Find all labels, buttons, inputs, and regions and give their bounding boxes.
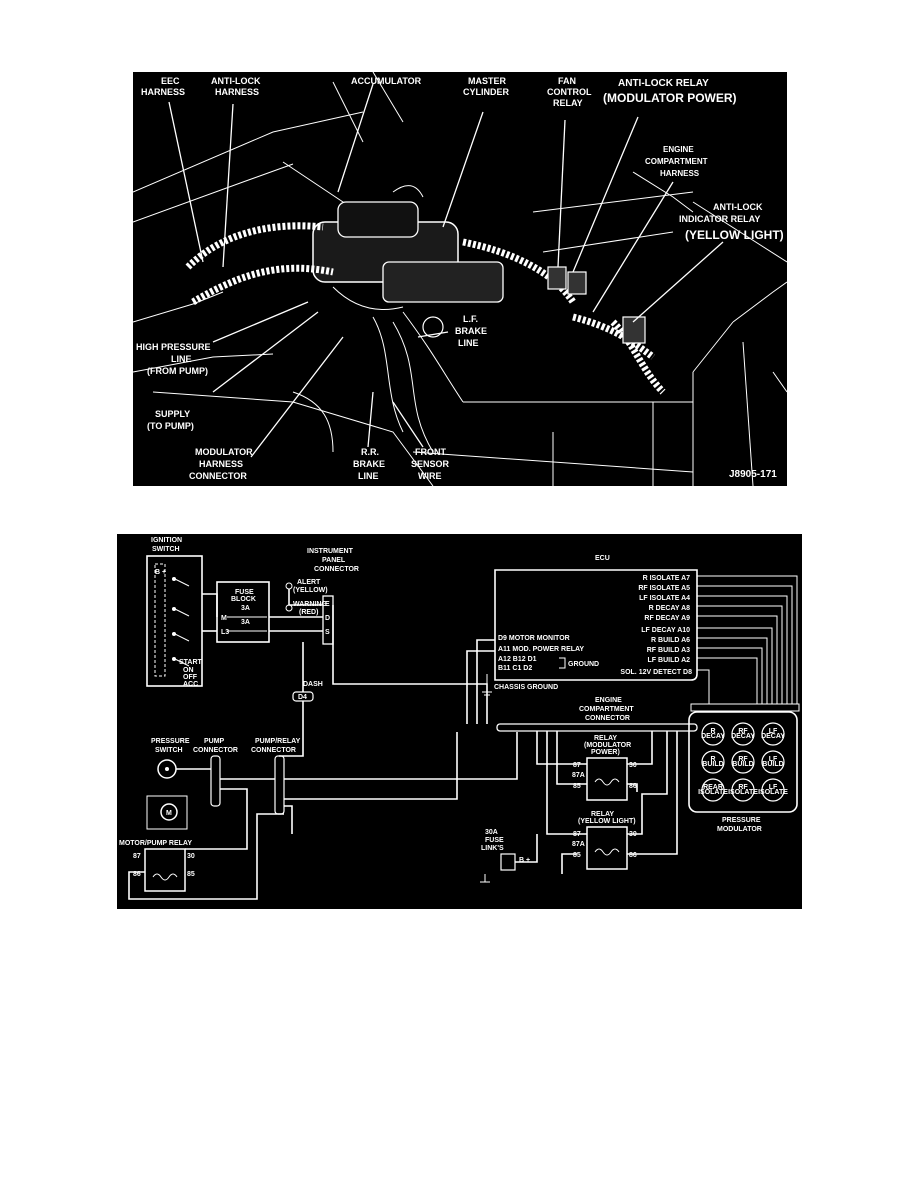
master-cylinder-label: MASTER CYLINDER: [463, 76, 510, 97]
wiring-schematic: IGNITION SWITCH B + START ON OFF ACC FUS…: [117, 534, 802, 909]
ignition-b-plus: B +: [155, 569, 166, 576]
supply-to-pump-label: SUPPLY (TO PUMP): [147, 409, 194, 431]
anti-lock-harness-label: ANTI-LOCK HARNESS: [211, 76, 263, 97]
chassis-ground-label: CHASSIS GROUND: [494, 684, 558, 691]
fuse-link-b-plus: B +: [519, 857, 530, 864]
motor-relay-pins: 87 30 86 85: [133, 853, 197, 878]
vehicle-body-outline: [133, 72, 787, 486]
motor-pump-relay: MOTOR/PUMP RELAY 87 30 86 85: [119, 840, 197, 892]
dash-connector: DASH D4: [292, 681, 323, 702]
instrument-panel-connector-label: INSTRUMENT PANEL CONNECTOR: [307, 548, 359, 573]
ignition-positions: START ON OFF ACC: [179, 659, 204, 688]
figure-id: J8905-171: [729, 469, 777, 480]
modulator-valve: [731, 722, 755, 746]
engine-compartment-connector-label: ENGINE COMPARTMENT CONNECTOR: [579, 697, 636, 722]
brake-lines: [292, 311, 464, 453]
relay-modulator-label: RELAY (MODULATOR POWER): [584, 735, 633, 756]
ignition-switch-box: [146, 555, 203, 687]
fuse-link: 30A FUSE LINK'S B +: [480, 829, 530, 883]
fuse-block-label: FUSE BLOCK 3A 3A: [231, 589, 258, 626]
wiring-harness-bundles: [185, 222, 666, 395]
engine-compartment-connector: ENGINE COMPARTMENT CONNECTOR: [496, 697, 698, 732]
relay-yellow-label: RELAY (YELLOW LIGHT): [578, 811, 636, 825]
pump-relay-connector: PUMP/RELAY CONNECTOR: [251, 738, 302, 815]
pump-connector: PUMP CONNECTOR: [193, 738, 238, 807]
engine-compartment-harness-label: ENGINE COMPARTMENT HARNESS: [645, 145, 710, 178]
modulator-valve: [731, 778, 755, 802]
modulator-valve: [701, 722, 725, 746]
rr-brake-line-label: R.R. BRAKE LINE: [353, 447, 388, 481]
pressure-modulator-label: PRESSURE MODULATOR: [717, 817, 762, 833]
ip-pins: E D S: [325, 601, 332, 636]
engine-compartment-illustration: EEC HARNESS ANTI-LOCK HARNESS ACCUMULATO…: [133, 72, 787, 486]
anti-lock-relay-label: ANTI-LOCK RELAY (MODULATOR POWER): [603, 73, 737, 105]
alert-lamp-label: ALERT (YELLOW): [293, 579, 328, 594]
pump-relay-connector-label: PUMP/RELAY CONNECTOR: [251, 738, 302, 754]
high-pressure-line-label: HIGH PRESSURE LINE (FROM PUMP): [136, 342, 213, 376]
ecu-module: ECU R ISOLATE A7 RF ISOLATE A5 LF ISOLAT…: [482, 555, 698, 696]
dash-pin-label: D4: [298, 694, 307, 701]
relay-shapes: [547, 266, 646, 344]
relay-modulator-pins: 87 87A 85 30 86: [572, 762, 639, 790]
modulator-valve: [731, 750, 755, 774]
modulator-valve: [761, 778, 785, 802]
fan-control-relay-label: FAN CONTROL RELAY: [547, 76, 594, 108]
fuse-block: FUSE BLOCK 3A 3A M L3: [216, 581, 270, 643]
ignition-switch-rail: [154, 563, 166, 677]
callout-leaders: [168, 83, 724, 458]
accumulator-label: ACCUMULATOR: [351, 76, 422, 86]
ecu-left-pins: D9 MOTOR MONITOR A11 MOD. POWER RELAY A1…: [498, 635, 586, 672]
motor-pump-relay-label: MOTOR/PUMP RELAY: [119, 840, 192, 847]
modulator-valve: [701, 778, 725, 802]
dash-label: DASH: [303, 681, 323, 688]
modulator-valve: [701, 750, 725, 774]
master-cylinder-shape: [312, 185, 504, 338]
eec-harness-label: EEC HARNESS: [141, 76, 185, 97]
wiring: [128, 575, 800, 900]
ecu-ground-label: GROUND: [568, 661, 599, 668]
pump-motor: M: [146, 795, 188, 830]
ignition-switch-label: IGNITION SWITCH: [151, 537, 184, 553]
pressure-switch: PRESSURE SWITCH: [151, 738, 191, 779]
front-sensor-wire-label: FRONT SENSOR WIRE: [411, 447, 452, 481]
ignition-switch: IGNITION SWITCH B + START ON OFF ACC: [146, 537, 204, 688]
pump-connector-label: PUMP CONNECTOR: [193, 738, 238, 754]
motor-symbol: M: [166, 810, 172, 817]
modulator-harness-connector-label: MODULATOR HARNESS CONNECTOR: [189, 447, 255, 481]
fuse-link-label: 30A FUSE LINK'S: [481, 829, 506, 852]
relay-yellow-light: RELAY (YELLOW LIGHT) 87 87A 85 30 86: [572, 811, 637, 870]
schematic-art: IGNITION SWITCH B + START ON OFF ACC FUS…: [119, 537, 800, 900]
relay-modulator-power: RELAY (MODULATOR POWER) 87 87A 85 30 86: [572, 735, 639, 801]
instrument-panel-connector: INSTRUMENT PANEL CONNECTOR E D S ALERT (…: [285, 548, 359, 645]
anti-lock-indicator-relay-label: ANTI-LOCK INDICATOR RELAY (YELLOW LIGHT): [679, 197, 784, 242]
ecu-right-pins: R ISOLATE A7 RF ISOLATE A5 LF ISOLATE A4…: [620, 575, 692, 676]
modulator-valve: [761, 722, 785, 746]
engine-illustration-art: EEC HARNESS ANTI-LOCK HARNESS ACCUMULATO…: [133, 72, 787, 486]
pressure-switch-label: PRESSURE SWITCH: [151, 738, 191, 754]
lf-brake-line-label: L.F. BRAKE LINE: [455, 314, 490, 348]
ecu-label: ECU: [595, 555, 610, 562]
fuse-terminals: M L3: [221, 615, 229, 636]
modulator-valve: [761, 750, 785, 774]
